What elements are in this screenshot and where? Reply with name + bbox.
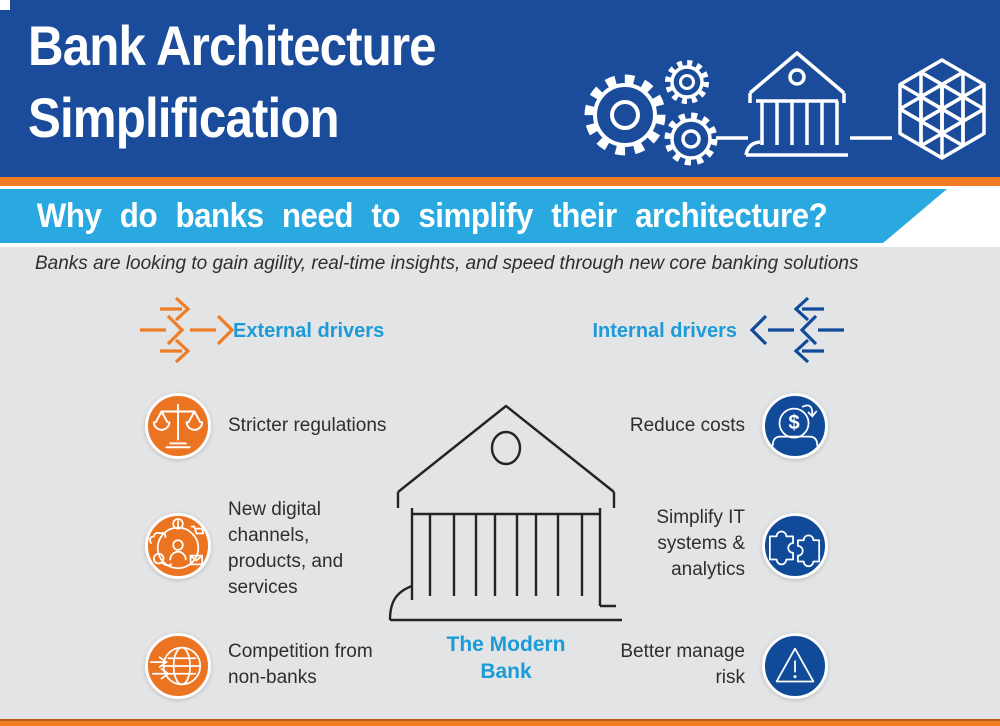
- page-title-line1: Bank Architecture: [28, 14, 437, 77]
- scales-icon: [152, 403, 204, 449]
- internal-item-1-text: Reduce costs: [629, 415, 745, 436]
- internal-drivers-heading: Internal drivers: [592, 320, 737, 342]
- bank-icon: [744, 51, 848, 157]
- puzzle-icon: [768, 530, 821, 568]
- header-band: Bank Architecture Simplification: [0, 0, 1000, 177]
- reduce-costs-badge: $: [762, 393, 828, 459]
- internal-item-2-text: Simplify IT systems & analytics: [656, 507, 745, 580]
- external-item-3-text: Competition from non-banks: [228, 641, 373, 688]
- page-title: Bank Architecture Simplification: [28, 10, 437, 154]
- internal-item-3-text: Better manage risk: [620, 641, 745, 688]
- cost-reduction-icon: $: [771, 404, 819, 447]
- gears-icon: [584, 60, 718, 166]
- warning-triangle-icon: [775, 647, 815, 683]
- manage-risk-badge: [762, 633, 828, 699]
- right-arrows-icon: [140, 296, 235, 364]
- competition-badge: [145, 633, 211, 699]
- subtitle: Banks are looking to gain agility, real-…: [35, 253, 859, 274]
- page-title-line2: Simplification: [28, 86, 340, 149]
- main-section: Banks are looking to gain agility, real-…: [0, 247, 1000, 719]
- corner-notch: [0, 0, 10, 10]
- svg-text:$: $: [788, 412, 799, 434]
- left-arrows-icon: [749, 296, 844, 364]
- omnichannel-icon: [149, 518, 205, 570]
- question-text: Why do banks need to simplify their arch…: [36, 196, 828, 235]
- modern-bank-label: The Modern Bank: [446, 633, 566, 683]
- header-illustration: [584, 51, 986, 166]
- external-item-1-text: Stricter regulations: [228, 415, 387, 436]
- bottom-orange-bar: [0, 719, 1000, 726]
- stricter-regulations-badge: [145, 393, 211, 459]
- external-drivers-heading: External drivers: [233, 320, 385, 342]
- cubes-icon: [898, 58, 986, 160]
- question-banner: Why do banks need to simplify their arch…: [0, 189, 947, 243]
- globe-arrows-icon: [150, 646, 202, 686]
- external-item-2-text: New digital channels, products, and serv…: [228, 499, 344, 598]
- simplify-it-badge: [762, 513, 828, 579]
- bank-building-outline-icon: [388, 404, 622, 622]
- digital-channels-badge: [145, 513, 211, 579]
- orange-divider: [0, 177, 1000, 186]
